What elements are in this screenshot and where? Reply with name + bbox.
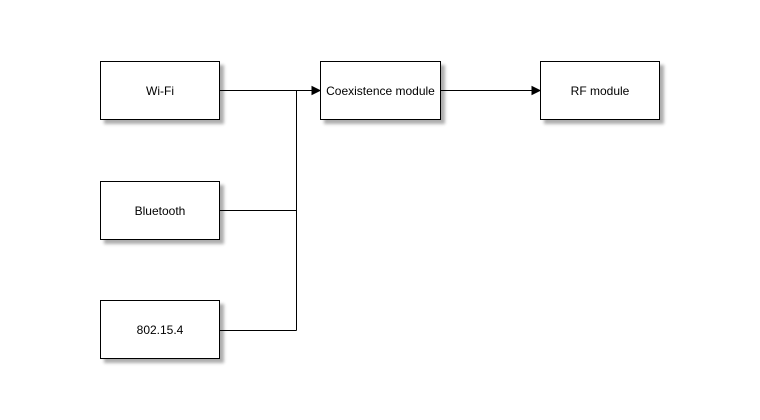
arrowhead-coexistence-input <box>311 85 322 96</box>
block-label: Wi-Fi <box>146 83 174 98</box>
block-wifi[interactable]: Wi-Fi <box>100 61 220 120</box>
block-coexistence-module[interactable]: Coexistence module <box>320 61 441 120</box>
block-label: RF module <box>570 83 630 98</box>
block-label: Coexistence module <box>326 83 435 98</box>
arrowhead-rf-input <box>531 85 542 96</box>
block-label: 802.15.4 <box>136 322 184 337</box>
block-802-15-4[interactable]: 802.15.4 <box>100 300 220 359</box>
block-bluetooth[interactable]: Bluetooth <box>100 181 220 240</box>
block-rf-module[interactable]: RF module <box>540 61 660 120</box>
block-label: Bluetooth <box>134 203 186 218</box>
